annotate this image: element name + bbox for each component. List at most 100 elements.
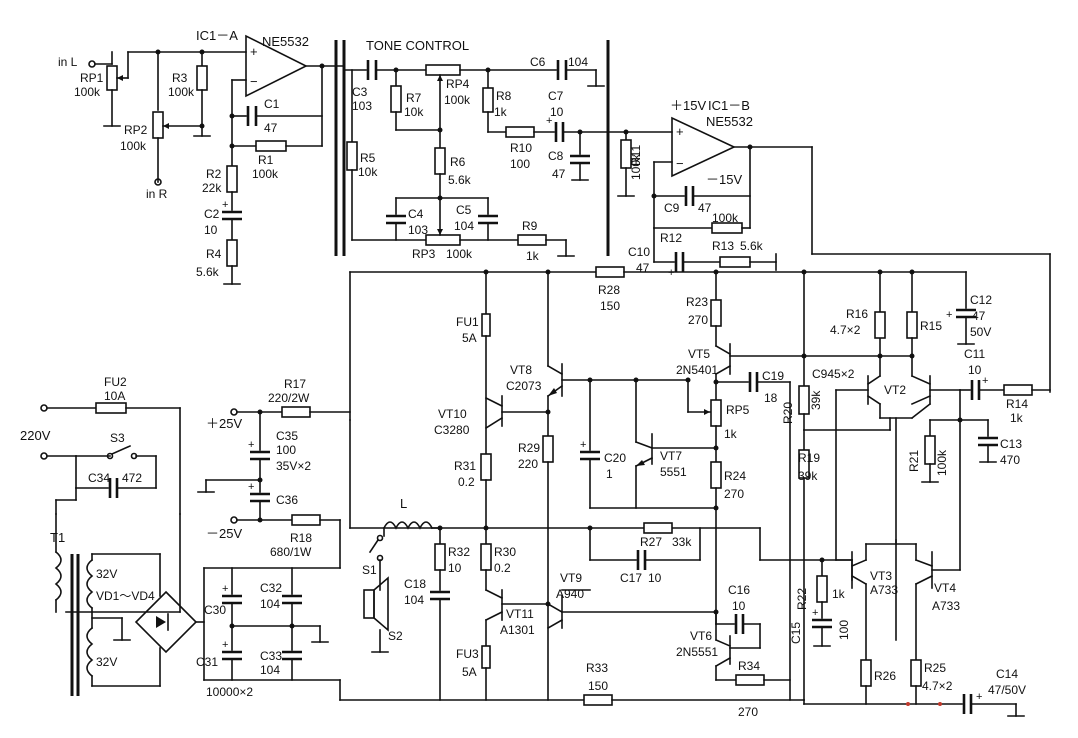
- r30-resistor: [480, 543, 492, 571]
- c10-value: 47: [636, 261, 650, 275]
- rp4-value: 100k: [444, 93, 471, 107]
- inductor-label: L: [400, 496, 407, 511]
- r29-value: 220: [518, 457, 538, 471]
- svg-text:+: +: [946, 309, 952, 321]
- rp2-resistor: [152, 111, 164, 139]
- svg-text:+: +: [676, 124, 684, 139]
- vt5-ref: VT5: [688, 347, 710, 361]
- rp1-resistor: [106, 65, 118, 91]
- speaker-body: [363, 589, 375, 619]
- r16-value: 4.7×2: [830, 323, 861, 337]
- c9-ref: C9: [664, 201, 680, 215]
- speaker-s2-label: S2: [388, 629, 403, 643]
- input-right-terminal: [154, 178, 162, 186]
- r21-resistor: [924, 435, 936, 465]
- r5-ref: R5: [360, 151, 376, 165]
- fu1-value: 5A: [462, 331, 477, 345]
- c6-ref: C6: [530, 55, 546, 69]
- vt4-ref: VT4: [934, 581, 956, 595]
- c20-value: 1: [606, 467, 613, 481]
- c35-value: 100: [276, 443, 296, 457]
- r6-value: 5.6k: [448, 173, 472, 187]
- c10-ref: C10: [628, 245, 650, 259]
- r13-ref: R13: [712, 239, 734, 253]
- c31-ref: C31: [196, 655, 218, 669]
- vt2-part: C945×2: [812, 367, 855, 381]
- c35-voltage: 35V×2: [276, 459, 311, 473]
- c34-ref: C34: [88, 471, 110, 485]
- svg-text:+: +: [580, 439, 586, 451]
- r31-value: 0.2: [458, 475, 475, 489]
- vt3-ref: VT3: [870, 569, 892, 583]
- r7-value: 10k: [404, 105, 424, 119]
- c36-ref: C36: [276, 493, 298, 507]
- c33-value: 104: [260, 663, 280, 677]
- r8-value: 1k: [494, 105, 508, 119]
- input-right-label: in R: [146, 187, 168, 201]
- rp3-ref: RP3: [412, 247, 436, 261]
- fu1-fuse: [481, 313, 491, 337]
- ic1a-part: NE5532: [262, 34, 309, 49]
- r14-ref: R14: [1006, 397, 1028, 411]
- r24-resistor: [710, 461, 722, 489]
- ic1b-part: NE5532: [706, 114, 753, 129]
- r9-value: 1k: [526, 249, 540, 263]
- c20-ref: C20: [604, 451, 626, 465]
- r4-value: 5.6k: [196, 265, 220, 279]
- mains-terminal-bottom: [40, 452, 48, 460]
- bridge-rectifier: [134, 590, 198, 654]
- r15-ref: R15: [920, 319, 942, 333]
- r28-ref: R28: [598, 283, 620, 297]
- c8-value: 47: [552, 167, 566, 181]
- c11-ref: C11: [964, 347, 985, 361]
- transformer-primary: [54, 550, 62, 602]
- tone-control-section: TONE CONTROL C3 103 R5 10k R7 10k RP4 10…: [334, 38, 673, 263]
- r12-value: 100k: [712, 211, 739, 225]
- r14-resistor: [1003, 384, 1033, 396]
- r10-resistor: [505, 126, 535, 138]
- r12-ref: R12: [660, 231, 682, 245]
- r22-ref: R22: [795, 588, 809, 610]
- r11-ref: R11: [629, 145, 643, 166]
- r7-ref: R7: [406, 91, 422, 105]
- vt9-ref: VT9: [560, 571, 582, 585]
- r9-ref: R9: [522, 219, 538, 233]
- ic1b-opamp: [671, 116, 736, 178]
- vt7-ref: VT7: [660, 449, 682, 463]
- r3-ref: R3: [172, 71, 188, 85]
- c18-ref: C18: [404, 577, 426, 591]
- vt6-ref: VT6: [690, 629, 712, 643]
- c9-value: 47: [698, 201, 712, 215]
- c8-ref: C8: [548, 149, 564, 163]
- rp2-value: 100k: [120, 139, 147, 153]
- r16-resistor: [874, 311, 886, 339]
- r26-ref: R26: [874, 669, 896, 683]
- r30-ref: R30: [494, 545, 516, 559]
- c35-ref: C35: [276, 429, 298, 443]
- r26-resistor: [860, 659, 872, 687]
- c14-ref: C14: [996, 667, 1018, 681]
- power-amp-section: R28 150 FU1 5A VT8 C2073 VT10: [339, 266, 1051, 719]
- r5-resistor: [346, 141, 358, 171]
- svg-text:+: +: [668, 267, 674, 279]
- rp5-value: 1k: [724, 427, 738, 441]
- pos-rail-terminal: [230, 408, 238, 416]
- power-supply-section: FU2 10A 220V S3 C34 472 T1 32V 32V: [20, 375, 351, 701]
- switch-s1-label: S1: [362, 563, 377, 577]
- r20-resistor: [798, 385, 810, 415]
- r2-resistor: [226, 165, 238, 193]
- r30-value: 0.2: [494, 561, 511, 575]
- r31-ref: R31: [454, 459, 476, 473]
- r23-value: 270: [688, 313, 708, 327]
- r5-value: 10k: [358, 165, 378, 179]
- input-left-terminal: [88, 60, 96, 68]
- c6-value: 104: [568, 55, 588, 69]
- bridge-label: VD1～VD4: [96, 589, 155, 603]
- c4-ref: C4: [408, 207, 424, 221]
- vt11-part: A1301: [500, 623, 535, 637]
- r17-ref: R17: [284, 377, 306, 391]
- c33-ref: C33: [260, 649, 282, 663]
- r8-ref: R8: [496, 89, 512, 103]
- ic1a-ref: IC1－A: [196, 28, 238, 43]
